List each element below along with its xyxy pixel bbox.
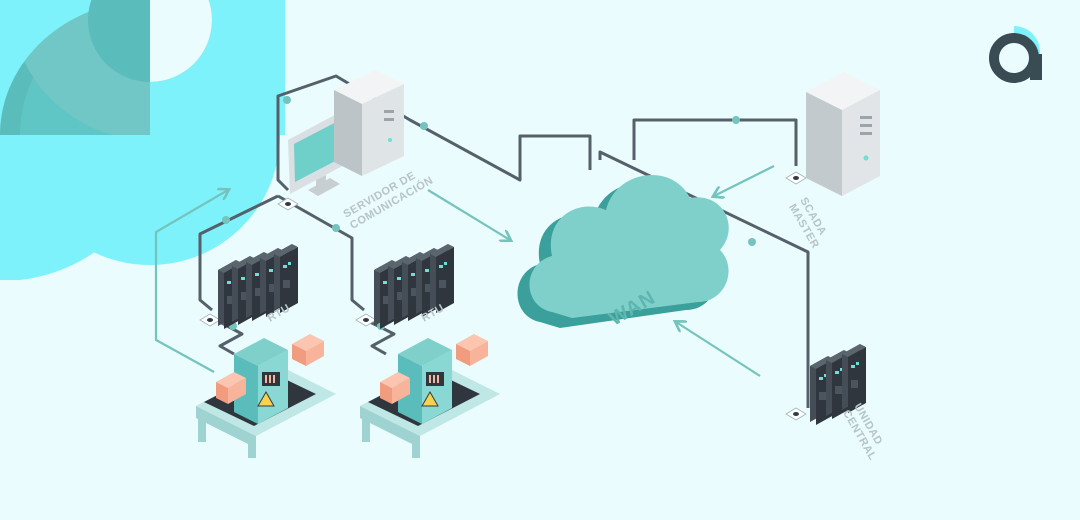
cable-scada-to-cloud [632,118,798,166]
cable-joints [222,96,756,330]
decorative-corner-shapes [0,0,285,280]
label-central: UNIDAD CENTRAL [840,402,885,463]
cable-server-to-rtu-left [198,194,279,312]
arrow-central-to-wan [676,322,761,377]
label-scada: SCADA MASTER [786,196,828,251]
arrow-machine-to-server-loop [154,190,228,373]
cloud-icon [517,175,729,328]
rtu-rack-right [374,244,454,329]
rtu-rack-left [218,244,298,329]
server-tower-icon [334,70,404,176]
arrow-icon [154,165,775,377]
scada-server-tower-icon [806,72,880,196]
arrow-server-to-wan [427,189,510,240]
cable-server-to-cloud [276,74,592,192]
label-server: SERVIDOR DE COMUNICACIÓN [342,170,436,232]
arrow-scada-to-wan [714,165,775,196]
brand-logo-icon [989,26,1042,83]
desktop-computer-icon [288,110,346,196]
cable-server-to-rtu-right [277,194,365,312]
conveyor-machine-left [195,333,337,459]
